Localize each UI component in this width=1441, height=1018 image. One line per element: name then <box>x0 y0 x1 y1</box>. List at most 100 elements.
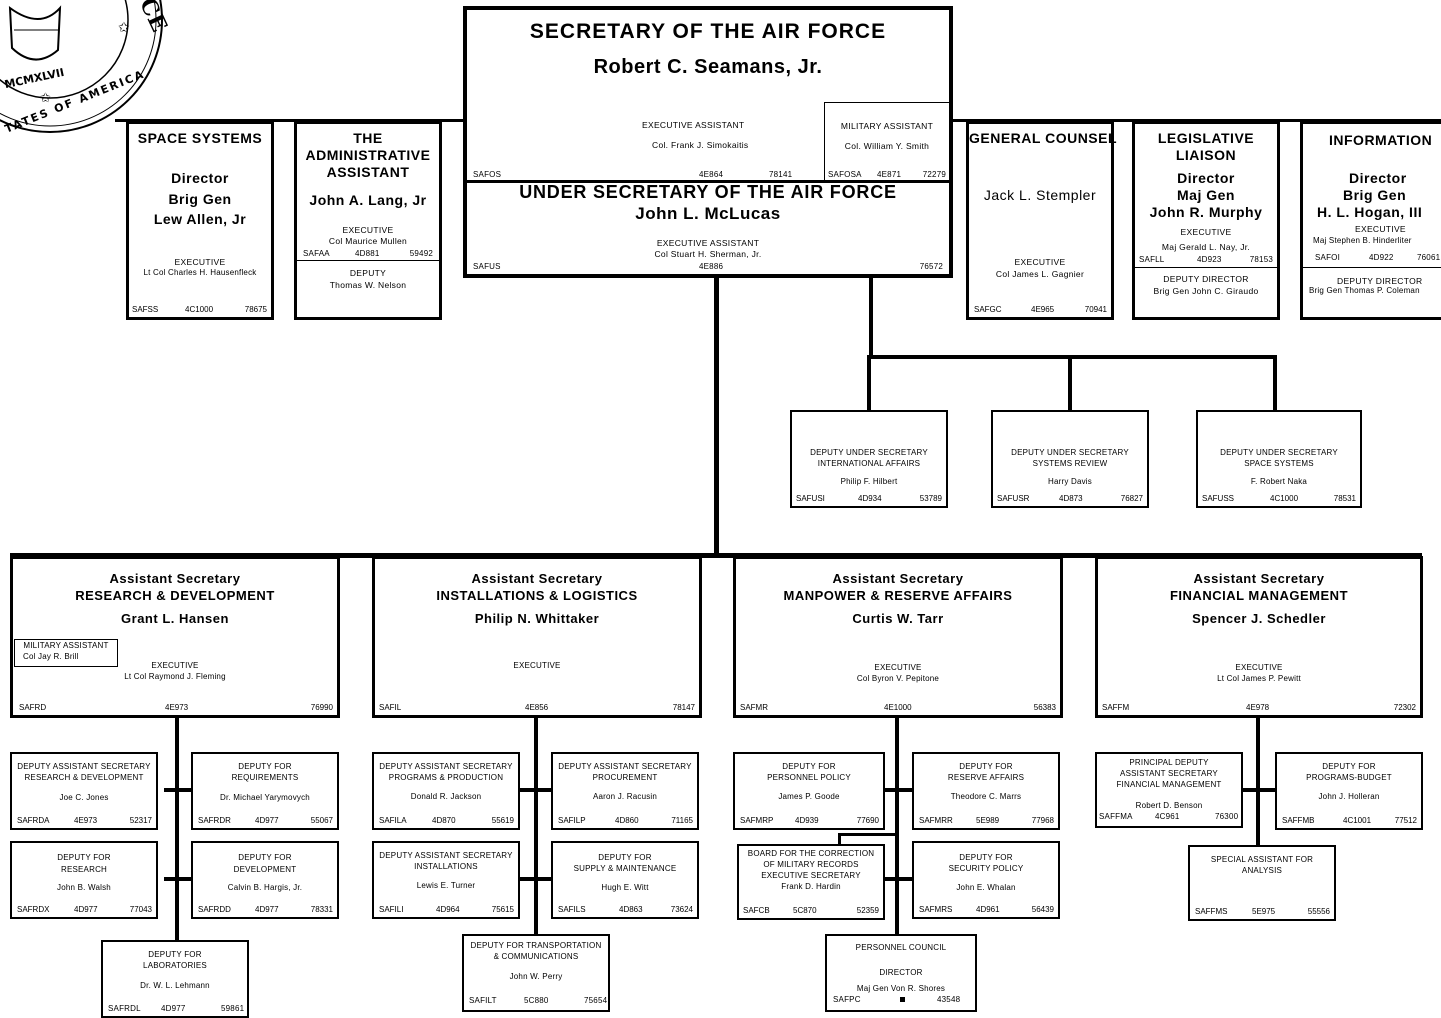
legislative-l3: John R. Murphy <box>1149 204 1263 220</box>
asst-rd-l1: Assistant Secretary <box>109 571 241 586</box>
military-assistant-name: Col. William Y. Smith <box>844 141 930 151</box>
deputy-under-space-box: DEPUTY UNDER SECRETARY SPACE SYSTEMS F. … <box>1196 410 1362 508</box>
connector-du3 <box>1273 355 1277 412</box>
rd-sub-2-code: SAFRDX <box>17 905 50 914</box>
mr-sub-board-correction-box: BOARD FOR THE CORRECTION OF MILITARY REC… <box>737 844 885 920</box>
fm-sub-2-l2: ANALYSIS <box>1241 866 1283 875</box>
asst-mr-name: Curtis W. Tarr <box>852 611 944 626</box>
connector-du2 <box>1068 355 1072 412</box>
general-counsel-room: 4E965 <box>1031 305 1055 314</box>
il-sub-1-l1: DEPUTY ASSISTANT SECRETARY <box>558 762 692 771</box>
connector-rd-h1 <box>164 788 192 792</box>
il-sub-0-code: SAFILA <box>379 816 407 825</box>
mr-sub-personnel-policy-box: DEPUTY FOR PERSONNEL POLICY James P. Goo… <box>733 752 885 830</box>
military-assistant-label: MILITARY ASSISTANT <box>840 121 934 131</box>
rd-sub-1-l2: REQUIREMENTS <box>231 773 299 782</box>
il-sub-3-room: 4D863 <box>619 905 643 914</box>
asst-rd-mil-name: Col Jay R. Brill <box>23 652 79 661</box>
fm-sub-1-l2: PROGRAMS-BUDGET <box>1306 773 1392 782</box>
admin-assistant-code: SAFAA <box>303 249 330 258</box>
asst-rd-military-box: MILITARY ASSISTANT Col Jay R. Brill <box>14 639 118 667</box>
asst-rd-exec-name: Lt Col Raymond J. Fleming <box>124 672 226 681</box>
admin-assistant-exec-label: EXECUTIVE <box>342 225 394 235</box>
connector-rd-h2 <box>164 877 192 881</box>
il-sub-1-name: Aaron J. Racusin <box>592 792 658 801</box>
space-systems-box: SPACE SYSTEMS Director Brig Gen Lew Alle… <box>126 121 274 320</box>
fm-sub-0-l1: PRINCIPAL DEPUTY <box>1129 758 1209 767</box>
general-counsel-name: Jack L. Stempler <box>983 187 1097 203</box>
asst-il-l1: Assistant Secretary <box>471 571 603 586</box>
il-sub-programs-box: DEPUTY ASSISTANT SECRETARY PROGRAMS & PR… <box>372 752 520 830</box>
legislative-t1: LEGISLATIVE <box>1157 130 1255 146</box>
deputy-under-systems-box: DEPUTY UNDER SECRETARY SYSTEMS REVIEW Ha… <box>991 410 1149 508</box>
il-sub-procurement-box: DEPUTY ASSISTANT SECRETARY PROCUREMENT A… <box>551 752 699 830</box>
mr-sub-1-l2: RESERVE AFFAIRS <box>947 773 1025 782</box>
rd-sub-4-phone: 59861 <box>221 1004 245 1013</box>
admin-assistant-t1: THE <box>353 130 383 146</box>
mr-sub-4-phone: 43548 <box>937 995 961 1004</box>
mr-sub-4-code: SAFPC <box>833 995 861 1004</box>
under-secretary-phone: 76572 <box>919 262 943 271</box>
asst-mr-l2: MANPOWER & RESERVE AFFAIRS <box>783 588 1013 603</box>
connector-rd-trunk <box>175 716 179 942</box>
general-counsel-box: GENERAL COUNSEL Jack L. Stempler EXECUTI… <box>966 121 1117 320</box>
information-exec-label: EXECUTIVE <box>1355 224 1406 234</box>
il-sub-3-code: SAFILS <box>558 905 586 914</box>
fm-sub-1-code: SAFFMB <box>1282 816 1315 825</box>
asst-rd-exec-label: EXECUTIVE <box>151 661 199 670</box>
asst-il-code: SAFIL <box>379 703 402 712</box>
information-box: INFORMATION Director Brig Gen H. L. Hoga… <box>1300 121 1441 320</box>
fm-sub-1-phone: 77512 <box>1394 816 1417 825</box>
secretary-name: Robert C. Seamans, Jr. <box>593 56 823 78</box>
admin-assistant-t3: ASSISTANT <box>326 164 410 180</box>
du-space-code: SAFUSS <box>1202 494 1235 503</box>
asst-rd-l2: RESEARCH & DEVELOPMENT <box>75 588 275 603</box>
legislative-code: SAFLL <box>1139 255 1165 264</box>
il-sub-2-code: SAFILI <box>379 905 404 914</box>
du-sys-name: Harry Davis <box>1048 477 1092 486</box>
il-sub-2-l1: DEPUTY ASSISTANT SECRETARY <box>379 851 513 860</box>
space-systems-title: SPACE SYSTEMS <box>137 130 263 146</box>
il-sub-0-room: 4D870 <box>432 816 456 825</box>
admin-assistant-deputy-label: DEPUTY <box>349 268 387 278</box>
mr-sub-0-l1: DEPUTY FOR <box>782 762 836 771</box>
fm-sub-principal-deputy-box: PRINCIPAL DEPUTY ASSISTANT SECRETARY FIN… <box>1095 752 1243 828</box>
secretary-box: SECRETARY OF THE AIR FORCE Robert C. Sea… <box>463 6 953 278</box>
asst-rd-room: 4E973 <box>165 703 189 712</box>
connector-mr-h2 <box>884 877 914 881</box>
admin-assistant-t2: ADMINISTRATIVE <box>305 147 431 163</box>
legislative-divider <box>1135 267 1277 268</box>
mr-sub-4-bullet <box>900 997 905 1002</box>
asst-rd-mil-label: MILITARY ASSISTANT <box>23 641 109 650</box>
under-secretary-exec-name: Col Stuart H. Sherman, Jr. <box>654 249 762 259</box>
rd-sub-4-room: 4D977 <box>161 1004 186 1013</box>
under-secretary-divider <box>467 180 949 183</box>
du-sys-l1: DEPUTY UNDER SECRETARY <box>1011 448 1129 457</box>
legislative-exec-label: EXECUTIVE <box>1180 227 1232 237</box>
information-room: 4D922 <box>1369 253 1394 262</box>
military-assistant-code: SAFOSA <box>828 170 862 179</box>
mr-sub-1-code: SAFMRR <box>919 816 953 825</box>
asst-mr-room: 4E1000 <box>884 703 912 712</box>
admin-assistant-deputy-name: Thomas W. Nelson <box>329 280 407 290</box>
il-sub-2-name: Lewis E. Turner <box>416 881 476 890</box>
military-assistant-room: 4E871 <box>877 170 902 179</box>
space-systems-code: SAFSS <box>132 305 159 314</box>
rd-sub-3-room: 4D977 <box>255 905 279 914</box>
mr-sub-3-room: 4D961 <box>976 905 1000 914</box>
mr-sub-1-name: Theodore C. Marrs <box>950 792 1022 801</box>
il-sub-3-phone: 73624 <box>670 905 693 914</box>
rd-sub-3-l2: DEVELOPMENT <box>233 865 297 874</box>
rd-sub-0-phone: 52317 <box>129 816 152 825</box>
asst-fm-exec-name: Lt Col James P. Pewitt <box>1217 674 1301 683</box>
il-sub-transportation-box: DEPUTY FOR TRANSPORTATION & COMMUNICATIO… <box>462 934 610 1012</box>
space-systems-exec-label: EXECUTIVE <box>174 257 226 267</box>
mr-sub-2-l1: BOARD FOR THE CORRECTION <box>747 849 875 858</box>
fm-sub-2-phone: 55556 <box>1307 907 1330 916</box>
asst-sec-fm-box: Assistant Secretary FINANCIAL MANAGEMENT… <box>1095 556 1423 718</box>
information-exec-name: Maj Stephen B. Hinderliter <box>1313 236 1412 245</box>
admin-assistant-name: John A. Lang, Jr <box>309 192 427 208</box>
il-sub-4-l2: & COMMUNICATIONS <box>493 952 579 961</box>
il-sub-supply-box: DEPUTY FOR SUPPLY & MAINTENANCE Hugh E. … <box>551 841 699 919</box>
mr-sub-2-phone: 52359 <box>856 906 879 915</box>
